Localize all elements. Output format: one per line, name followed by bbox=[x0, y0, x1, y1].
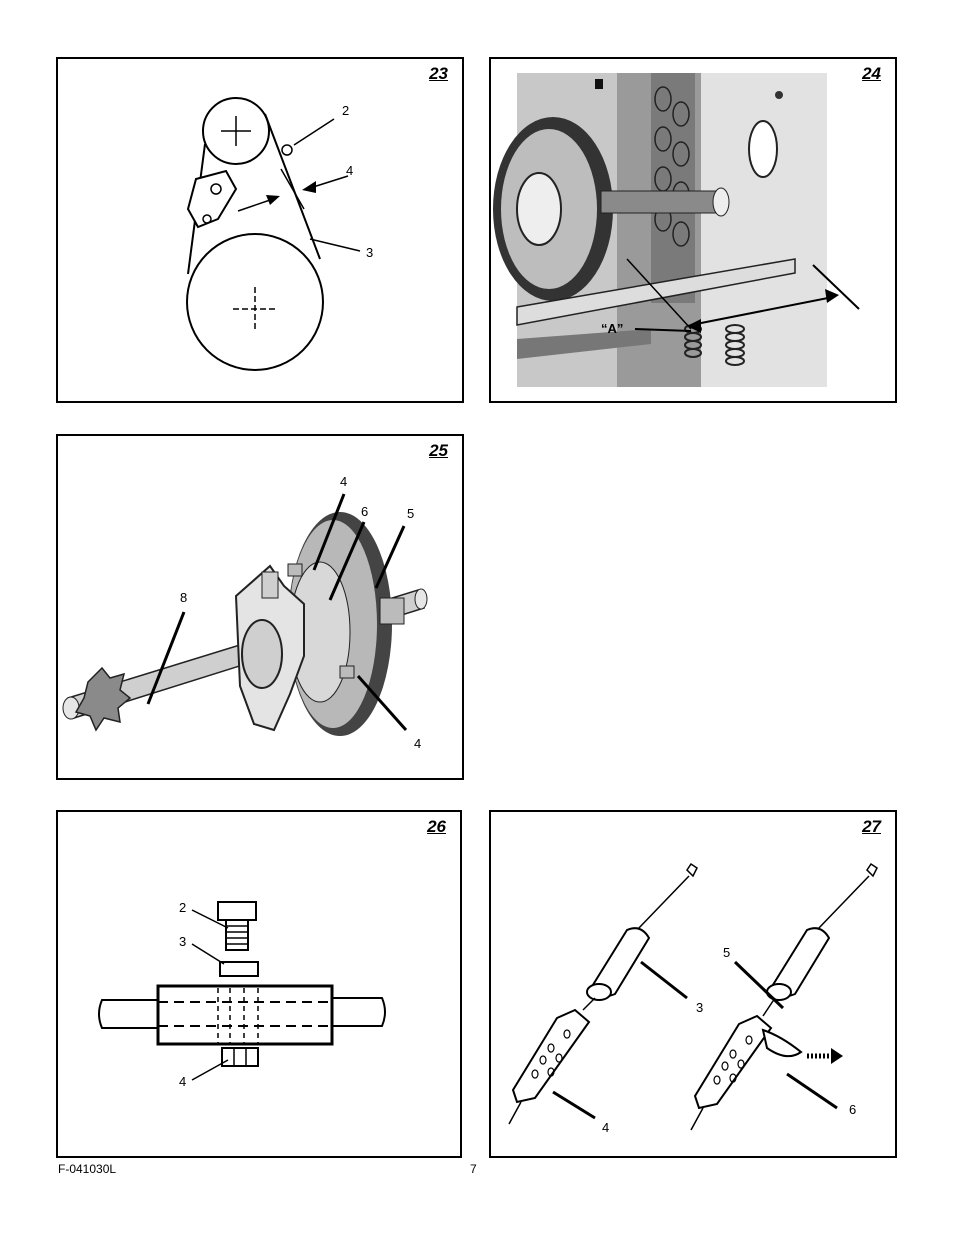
figure-number: 27 bbox=[862, 817, 881, 836]
callout-A: “A” bbox=[601, 321, 623, 336]
pulley-spring-photo: “A” bbox=[493, 73, 860, 387]
shaft-coupling-diagram: 2 3 4 bbox=[98, 900, 386, 1089]
belt-diagram: 2 4 3 bbox=[186, 97, 373, 371]
figure-number: 24 bbox=[862, 64, 881, 83]
figure-number: 23 bbox=[429, 64, 448, 83]
page-number: 7 bbox=[470, 1162, 477, 1176]
figure-24-panel: 24 bbox=[489, 57, 897, 403]
callout-3: 3 bbox=[696, 1000, 703, 1015]
pulley-shaft-assembly: 4 6 5 8 4 bbox=[62, 474, 428, 751]
document-code: F-041030L bbox=[58, 1162, 117, 1176]
callout-6: 6 bbox=[849, 1102, 856, 1117]
callout-8: 8 bbox=[180, 590, 187, 605]
callout-4: 4 bbox=[602, 1120, 609, 1135]
callout-3: 3 bbox=[179, 934, 186, 949]
figure-number: 25 bbox=[429, 441, 448, 460]
callout-2: 2 bbox=[342, 103, 349, 118]
callout-5: 5 bbox=[723, 945, 730, 960]
figure-23-panel: 23 2 4 3 bbox=[56, 57, 464, 403]
callout-2: 2 bbox=[179, 900, 186, 915]
callout-5: 5 bbox=[407, 506, 414, 521]
callout-4: 4 bbox=[346, 163, 353, 178]
callout-4: 4 bbox=[179, 1074, 186, 1089]
figure-25-panel: 25 4 6 5 8 4 bbox=[56, 434, 464, 780]
callout-4-top: 4 bbox=[340, 474, 347, 489]
figure-27-panel: 27 5 bbox=[489, 810, 897, 1158]
callout-4-bottom: 4 bbox=[414, 736, 421, 751]
figure-number: 26 bbox=[427, 817, 446, 836]
callout-3: 3 bbox=[366, 245, 373, 260]
figure-26-panel: 26 2 3 4 bbox=[56, 810, 462, 1158]
cable-adjustment-diagram: 5 3 4 6 bbox=[508, 862, 878, 1135]
callout-6: 6 bbox=[361, 504, 368, 519]
